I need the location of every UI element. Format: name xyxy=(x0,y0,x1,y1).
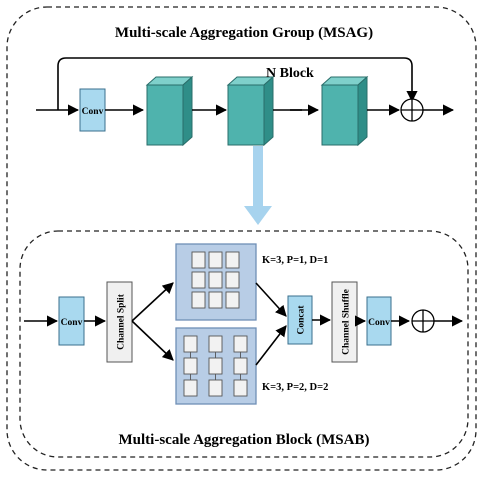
sum-icon xyxy=(411,309,435,333)
msag-container xyxy=(6,6,477,471)
branch-arrow-bottom xyxy=(131,320,174,361)
msab-title: Multi-scale Aggregation Block (MSAB) xyxy=(119,432,370,448)
top-branch-params: K=3, P=1, D=1 xyxy=(262,255,328,266)
concat-label: Concat xyxy=(297,305,307,335)
kernel-grid-dense xyxy=(191,251,240,309)
concat-box xyxy=(287,295,313,345)
block-cube-3 xyxy=(320,75,369,147)
msab-conv-in-box xyxy=(58,296,85,346)
block-cube-2 xyxy=(226,75,275,147)
merge-arrow-top xyxy=(255,282,287,317)
channel-shuffle-label: Channel Shuffle xyxy=(342,289,352,355)
msag-conv-box xyxy=(79,88,106,132)
msab-container xyxy=(19,230,469,458)
msag-title: Multi-scale Aggregation Group (MSAG) xyxy=(115,25,373,41)
sum-icon xyxy=(400,98,424,122)
channel-split-box xyxy=(106,281,133,363)
branch-arrow-top xyxy=(131,282,174,322)
msab-conv-out-label: Conv xyxy=(368,318,390,328)
expand-arrow xyxy=(244,146,272,225)
channel-split-label: Channel Split xyxy=(117,293,127,350)
msab-conv-in-label: Conv xyxy=(61,318,83,328)
merge-arrow-bottom xyxy=(255,325,287,366)
bottom-branch-params: K=3, P=2, D=2 xyxy=(262,382,328,393)
kernel-grid-dilated xyxy=(183,335,248,397)
msag-conv-label: Conv xyxy=(82,107,104,117)
skip-connection-line xyxy=(57,57,418,110)
n-block-label: N Block xyxy=(266,66,314,81)
block-cube-1 xyxy=(145,75,194,147)
msab-conv-out-box xyxy=(366,296,392,346)
